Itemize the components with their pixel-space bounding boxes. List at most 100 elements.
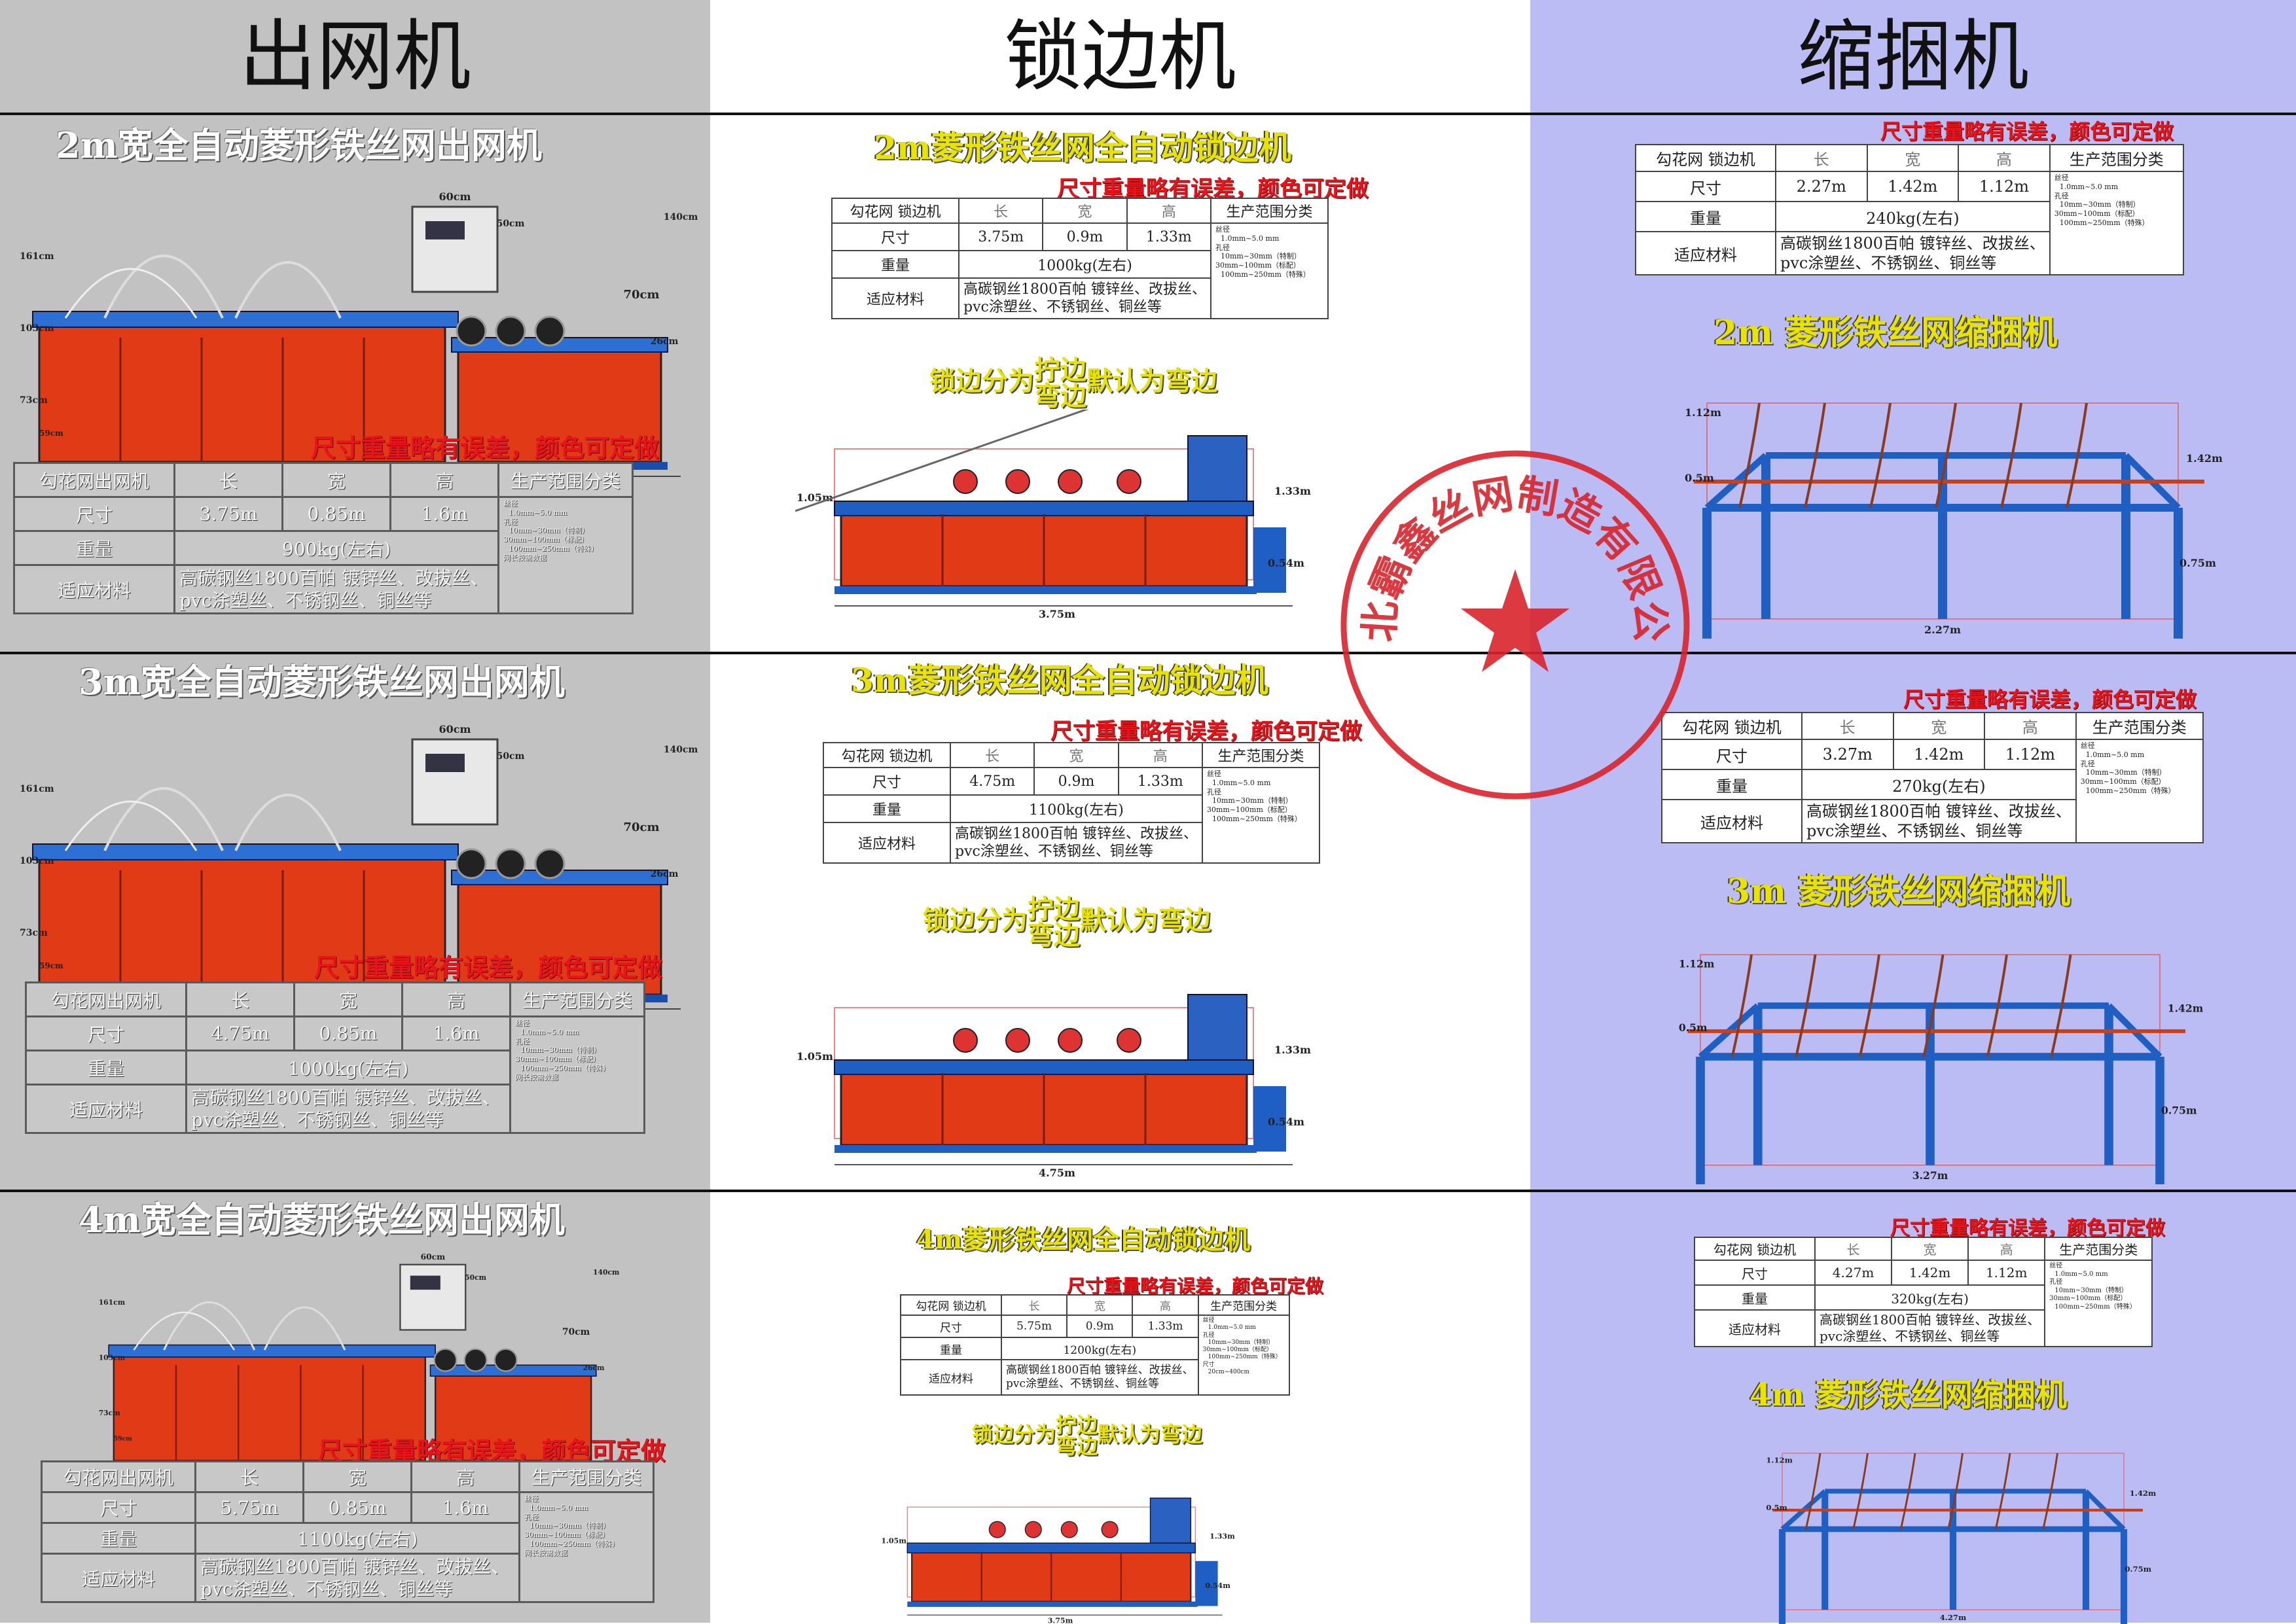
dim-label-depth: 26cm (583, 1364, 605, 1372)
range-line: 100mm~250mm（特殊） (2085, 786, 2176, 795)
th-height: 高 (389, 462, 499, 498)
th-length: 长 (958, 198, 1044, 224)
wire-arc (234, 261, 342, 319)
cell-material: 高碳钢丝1800百帕 镀锌丝、改拔丝、pvc涂塑丝、不锈钢丝、铜丝等 (1814, 1309, 2046, 1347)
dim-label-h1: 1.12m (1679, 958, 1715, 970)
dim-label-h4: 59cm (39, 961, 63, 970)
range-line: 30mm~100mm（标配） (1206, 805, 1292, 814)
material-line-1: 高碳钢丝1800百帕 镀锌丝、改拔丝、 (1820, 1312, 2041, 1328)
cell-material: 高碳钢丝1800百帕 镀锌丝、改拔丝、pvc涂塑丝、不锈钢丝、铜丝等 (1801, 799, 2077, 843)
th-height: 高 (1126, 198, 1211, 224)
range-line: 30mm~100mm（标配） (2049, 1295, 2127, 1302)
th-machine: 勾花网出网机 (25, 981, 187, 1017)
range-line: 尺寸 (1202, 1361, 1215, 1368)
range-line: 30mm~100mm（标配） (1215, 261, 1300, 270)
range-line: 100mm~250mm（特殊） (2054, 1303, 2136, 1311)
lock-note-pre: 锁边分为 (923, 905, 1028, 936)
cell-length: 5.75m (1000, 1315, 1068, 1338)
dim-label-side: 70cm (623, 288, 659, 302)
th-range: 生产范围分类 (509, 981, 645, 1017)
range-line: 10mm~30mm（特制） (2085, 768, 2166, 777)
dim-label-h3: 0.75m (2161, 1104, 2197, 1117)
range-line: 1.0mm~5.0 mm (1220, 234, 1280, 243)
gear-wheel (1024, 1521, 1042, 1538)
lock-machine-section-3m: 3m菱形铁丝网全自动锁边机 尺寸重量略有误差，颜色可定做 勾花网 锁边机长宽高生… (710, 654, 1530, 1188)
gear-wheel (1058, 1028, 1083, 1053)
th-height: 高 (1117, 742, 1203, 768)
dim-label-width: 3.27m (1912, 1169, 1948, 1182)
note-tolerance: 尺寸重量略有误差，颜色可定做 (1890, 1217, 2165, 1240)
material-line-1: 高碳钢丝1800百帕 镀锌丝、改拔丝、 (191, 1087, 501, 1108)
motor-frame (1187, 435, 1247, 502)
range-line: 10mm~30mm（特制） (1211, 796, 1293, 805)
material-line-2: pvc涂塑丝、不锈钢丝、铜丝等 (963, 299, 1162, 315)
th-width: 宽 (1033, 742, 1119, 768)
wire-arc (263, 1306, 346, 1350)
gear-wheel (1005, 469, 1030, 494)
range-line: 网长按需数据 (524, 1548, 567, 1557)
dim-label-h1: 161cm (20, 784, 54, 794)
cell-length: 4.75m (949, 767, 1035, 796)
dim-label-h4: 59cm (39, 429, 63, 438)
wire-hook (1899, 1453, 1916, 1530)
divider-header (0, 113, 2296, 115)
cell-height: 1.33m (1126, 222, 1211, 251)
cell-height: 1.33m (1117, 767, 1203, 796)
lock-type-note: 锁边分为拧边弯边默认为弯边 (929, 357, 1217, 410)
dim-label-width: 2.27m (1924, 624, 1961, 636)
row-weight-label: 重量 (41, 1522, 196, 1555)
pulley-wheel (456, 848, 487, 879)
range-line: 1.0mm~5.0 mm (1211, 778, 1271, 787)
th-height: 高 (1132, 1294, 1199, 1316)
th-width: 宽 (1866, 144, 1960, 172)
lock-type-note: 锁边分为拧边弯边默认为弯边 (923, 896, 1211, 949)
wire-hook (1947, 1453, 1964, 1530)
dim-label-h4: 59cm (114, 1435, 132, 1442)
th-machine: 勾花网 锁边机 (900, 1294, 1002, 1316)
material-line-2: pvc涂塑丝、不锈钢丝、铜丝等 (1006, 1377, 1160, 1390)
machine-top-rail (32, 843, 459, 860)
range-line: 孔径 (1202, 1332, 1215, 1339)
dim-label-small: 50cm (497, 751, 525, 762)
wire-hook (1804, 1453, 1821, 1530)
wire-arc (163, 1301, 256, 1350)
machine-side-frame (1253, 527, 1286, 593)
lock-machine-section-4m: 4m菱形铁丝网全自动锁边机 尺寸重量略有误差，颜色可定做 勾花网 锁边机长宽高生… (710, 1192, 1530, 1624)
dim-label-top: 60cm (421, 1252, 446, 1262)
wire-hook (1858, 954, 1880, 1057)
lock-type-note: 锁边分为拧边弯边默认为弯边 (972, 1415, 1202, 1456)
dim-label-h2: 103cm (20, 323, 54, 334)
cell-material: 高碳钢丝1800百帕 镀锌丝、改拔丝、pvc涂塑丝、不锈钢丝、铜丝等 (173, 563, 499, 615)
range-line: 10mm~30mm（特制） (2059, 200, 2140, 209)
dim-label-h1: 161cm (99, 1298, 126, 1307)
row-size-label: 尺寸 (13, 496, 175, 532)
th-range: 生产范围分类 (1197, 1294, 1290, 1316)
cell-length: 4.27m (1814, 1260, 1893, 1286)
net-machine-photo: 2.02m1.72m60cm50cm161cm103cm73cm59cm70cm… (20, 190, 698, 515)
th-width: 宽 (302, 1460, 412, 1493)
wire-hook (1804, 402, 1826, 508)
lock-note-twist: 拧边 (1034, 355, 1086, 385)
row-weight-label: 重量 (13, 530, 175, 566)
bundle-machine-title: 3m 菱形铁丝网缩捆机 (1727, 872, 2071, 911)
th-width: 宽 (281, 462, 391, 498)
range-line: 网长按需数据 (515, 1072, 558, 1082)
pulley-wheel (534, 848, 565, 879)
range-line: 100mm~250mm（特殊） (1211, 814, 1302, 823)
motor-frame (1149, 1497, 1192, 1544)
machine-body (38, 323, 446, 463)
header-net-machine: 出网机 (239, 11, 471, 101)
net-machine-title: 4m宽全自动菱形铁丝网出网机 (79, 1199, 565, 1241)
range-line: 1.0mm~5.0 mm (2059, 182, 2119, 191)
th-range: 生产范围分类 (497, 462, 634, 498)
material-line-1: 高碳钢丝1800百帕 镀锌丝、改拔丝、 (1006, 1363, 1194, 1377)
th-height: 高 (410, 1460, 520, 1493)
